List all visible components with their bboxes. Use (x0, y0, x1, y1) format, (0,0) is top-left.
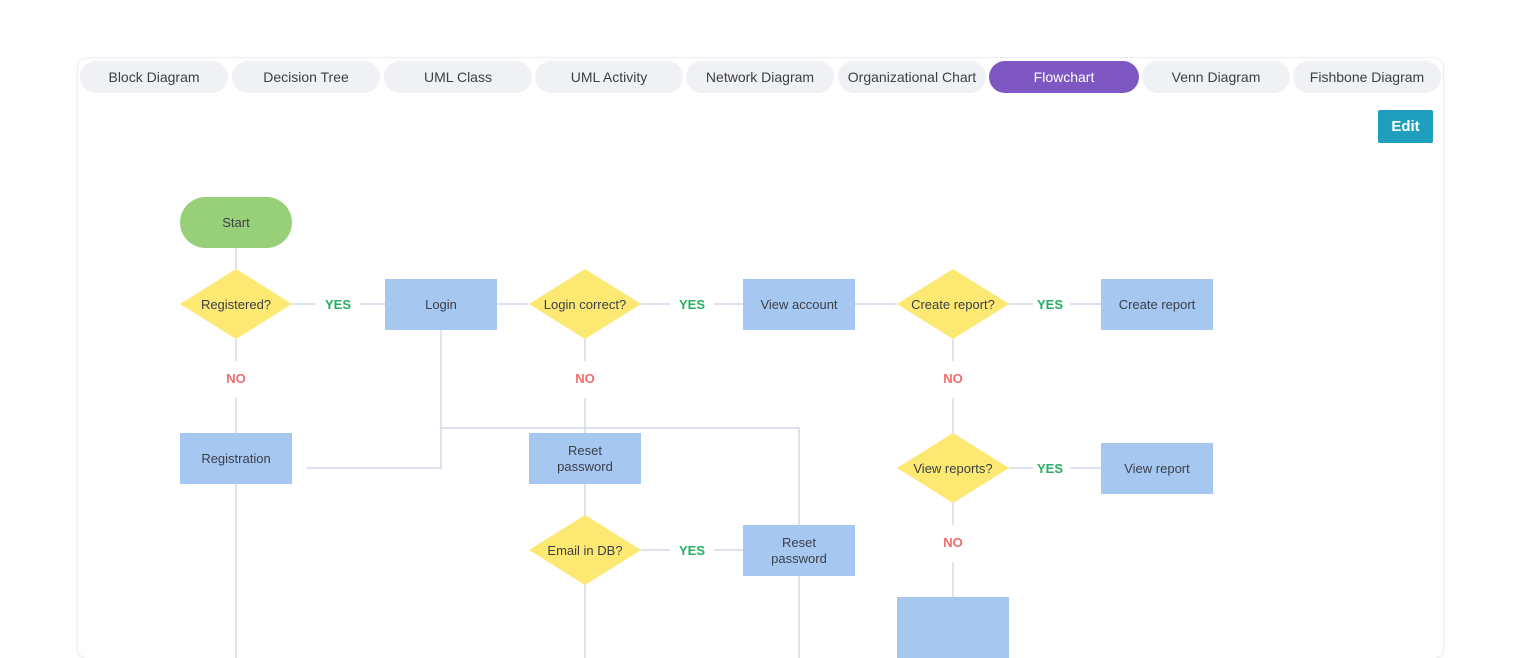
diagram-card: Block Diagram Decision Tree UML Class UM… (78, 58, 1443, 658)
node-view-account[interactable]: View account (743, 279, 855, 330)
tab-fishbone-diagram[interactable]: Fishbone Diagram (1293, 61, 1441, 93)
node-email-in-db-label: Email in DB? (547, 543, 622, 558)
node-login-label: Login (425, 297, 457, 312)
label-no-create-report: NO (943, 371, 963, 386)
edge-login-reset-branch (441, 427, 800, 658)
label-yes-view-reports: YES (1037, 461, 1063, 476)
node-login-correct-decision[interactable]: Login correct? (529, 269, 641, 339)
node-create-report-decision[interactable]: Create report? (897, 269, 1009, 339)
node-view-account-label: View account (760, 297, 837, 312)
node-view-report-label: View report (1124, 461, 1190, 476)
node-reset-password-1-line1: Reset (568, 443, 602, 458)
label-yes-registered: YES (325, 297, 351, 312)
node-registered-label: Registered? (201, 297, 271, 312)
edge-registration-login (307, 330, 442, 469)
node-registration[interactable]: Registration (180, 433, 292, 484)
tab-organizational-chart[interactable]: Organizational Chart (838, 61, 986, 93)
node-start[interactable]: Start (180, 197, 292, 248)
label-no-view-reports: NO (943, 535, 963, 550)
node-view-report[interactable]: View report (1101, 443, 1213, 494)
node-reset-password-1[interactable]: Reset password (529, 433, 641, 484)
node-create-report-label: Create report (1119, 297, 1196, 312)
node-login-correct-label: Login correct? (544, 297, 626, 312)
tab-uml-class[interactable]: UML Class (384, 61, 532, 93)
tab-flowchart[interactable]: Flowchart (989, 61, 1139, 93)
node-create-report-q-label: Create report? (911, 297, 995, 312)
flowchart-edges (235, 248, 1101, 658)
label-yes-login-correct: YES (679, 297, 705, 312)
label-yes-email-in-db: YES (679, 543, 705, 558)
label-no-login-correct: NO (575, 371, 595, 386)
flowchart-canvas: Start Registered? Login Login correct? V… (180, 197, 1213, 658)
node-view-reports-q-label: View reports? (913, 461, 992, 476)
edit-button[interactable]: Edit (1378, 110, 1433, 143)
node-login[interactable]: Login (385, 279, 497, 330)
node-start-label: Start (222, 215, 250, 230)
tab-decision-tree[interactable]: Decision Tree (232, 61, 380, 93)
tab-block-diagram[interactable]: Block Diagram (80, 61, 228, 93)
node-create-report[interactable]: Create report (1101, 279, 1213, 330)
node-email-in-db-decision[interactable]: Email in DB? (529, 515, 641, 585)
node-reset-password-2[interactable]: Reset password (743, 525, 855, 576)
node-reset-password-2-line1: Reset (782, 535, 816, 550)
node-registered-decision[interactable]: Registered? (180, 269, 292, 339)
tab-uml-activity[interactable]: UML Activity (535, 61, 683, 93)
node-registration-label: Registration (201, 451, 270, 466)
diagram-type-tabs: Block Diagram Decision Tree UML Class UM… (78, 61, 1443, 93)
label-yes-create-report: YES (1037, 297, 1063, 312)
node-reset-password-2-line2: password (771, 551, 827, 566)
node-view-reports-decision[interactable]: View reports? (897, 433, 1009, 503)
node-reset-password-1-line2: password (557, 459, 613, 474)
label-no-registered: NO (226, 371, 246, 386)
tab-venn-diagram[interactable]: Venn Diagram (1142, 61, 1290, 93)
node-partial-bottom[interactable] (897, 597, 1009, 658)
tab-network-diagram[interactable]: Network Diagram (686, 61, 834, 93)
